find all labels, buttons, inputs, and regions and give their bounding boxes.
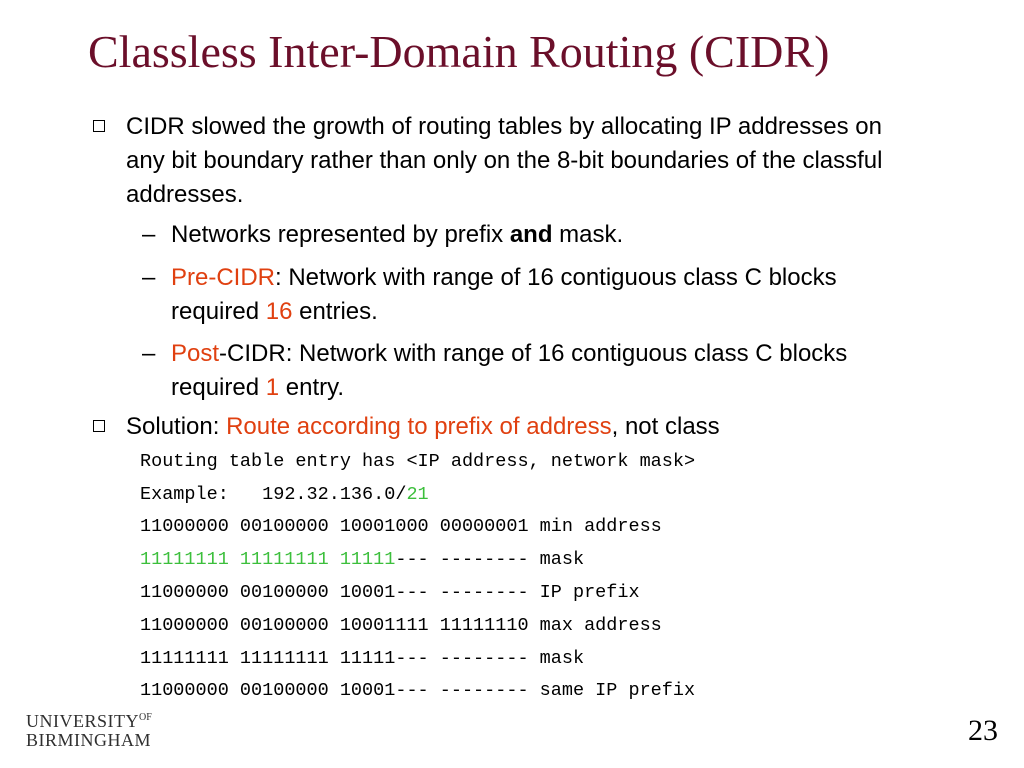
bullet-text: CIDR slowed the growth of routing tables…	[126, 113, 883, 208]
code-line-routing-entry: Routing table entry has <IP address, net…	[140, 451, 696, 472]
solution-tail: , not class	[611, 413, 720, 440]
pre-cidr-entry-count: 16	[265, 298, 293, 325]
solution-highlight: Route according to prefix of address	[226, 413, 612, 440]
sub-bullet-bold-text: and	[509, 221, 553, 248]
post-cidr-text-end: entry.	[279, 374, 345, 401]
post-cidr-text: -CIDR: Network with range of 16 contiguo…	[171, 340, 848, 401]
example-prefix-length: 21	[406, 484, 429, 505]
solution-lead: Solution:	[126, 413, 227, 440]
sub-bullet-text-end: mask.	[552, 221, 624, 248]
pre-cidr-text-end: entries.	[292, 298, 378, 325]
logo-line-2: BIRMINGHAM	[26, 730, 152, 750]
university-logo: UNIVERSITYOF BIRMINGHAM	[26, 708, 152, 750]
mask-ones: 11111111 11111111 11111	[140, 549, 396, 570]
post-cidr-label: Post	[171, 340, 220, 367]
square-bullet-icon	[93, 120, 105, 132]
dash-bullet-icon: –	[142, 340, 156, 367]
mask-rest: --- -------- mask	[395, 549, 585, 570]
code-line-ip-prefix: 11000000 00100000 10001--- -------- IP p…	[140, 582, 640, 603]
post-cidr-entry-count: 1	[265, 374, 280, 401]
page-number: 23	[968, 714, 998, 747]
sub-bullet-text: Networks represented by prefix	[171, 221, 510, 248]
logo-of: OF	[139, 712, 152, 723]
sub-bullet-pre-cidr: – Pre-CIDR: Network with range of 16 con…	[142, 261, 911, 329]
logo-line-1: UNIVERSITY	[26, 711, 139, 731]
code-line-mask: 11111111 11111111 11111--- -------- mask	[140, 549, 584, 571]
square-bullet-icon	[93, 420, 105, 432]
pre-cidr-text: : Network with range of 16 contiguous cl…	[171, 264, 837, 325]
bullet-cidr-description: CIDR slowed the growth of routing tables…	[93, 110, 906, 212]
dash-bullet-icon: –	[142, 264, 156, 291]
code-line-example: Example: 192.32.136.0/21	[140, 484, 429, 506]
sub-bullet-post-cidr: – Post-CIDR: Network with range of 16 co…	[142, 337, 911, 405]
code-line-min-address: 11000000 00100000 10001000 00000001 min …	[140, 516, 662, 537]
slide-title: Classless Inter-Domain Routing (CIDR)	[88, 26, 830, 77]
bullet-solution: Solution: Route according to prefix of a…	[93, 410, 906, 444]
code-line-max-address: 11000000 00100000 10001111 11111110 max …	[140, 615, 662, 636]
code-line-mask-2: 11111111 11111111 11111--- -------- mask	[140, 648, 585, 669]
pre-cidr-label: Pre-CIDR	[171, 264, 276, 291]
example-address: Example: 192.32.136.0/	[140, 484, 407, 505]
code-line-same-prefix: 11000000 00100000 10001--- -------- same…	[140, 680, 696, 701]
sub-bullet-prefix-mask: – Networks represented by prefix and mas…	[142, 218, 911, 252]
dash-bullet-icon: –	[142, 221, 156, 248]
